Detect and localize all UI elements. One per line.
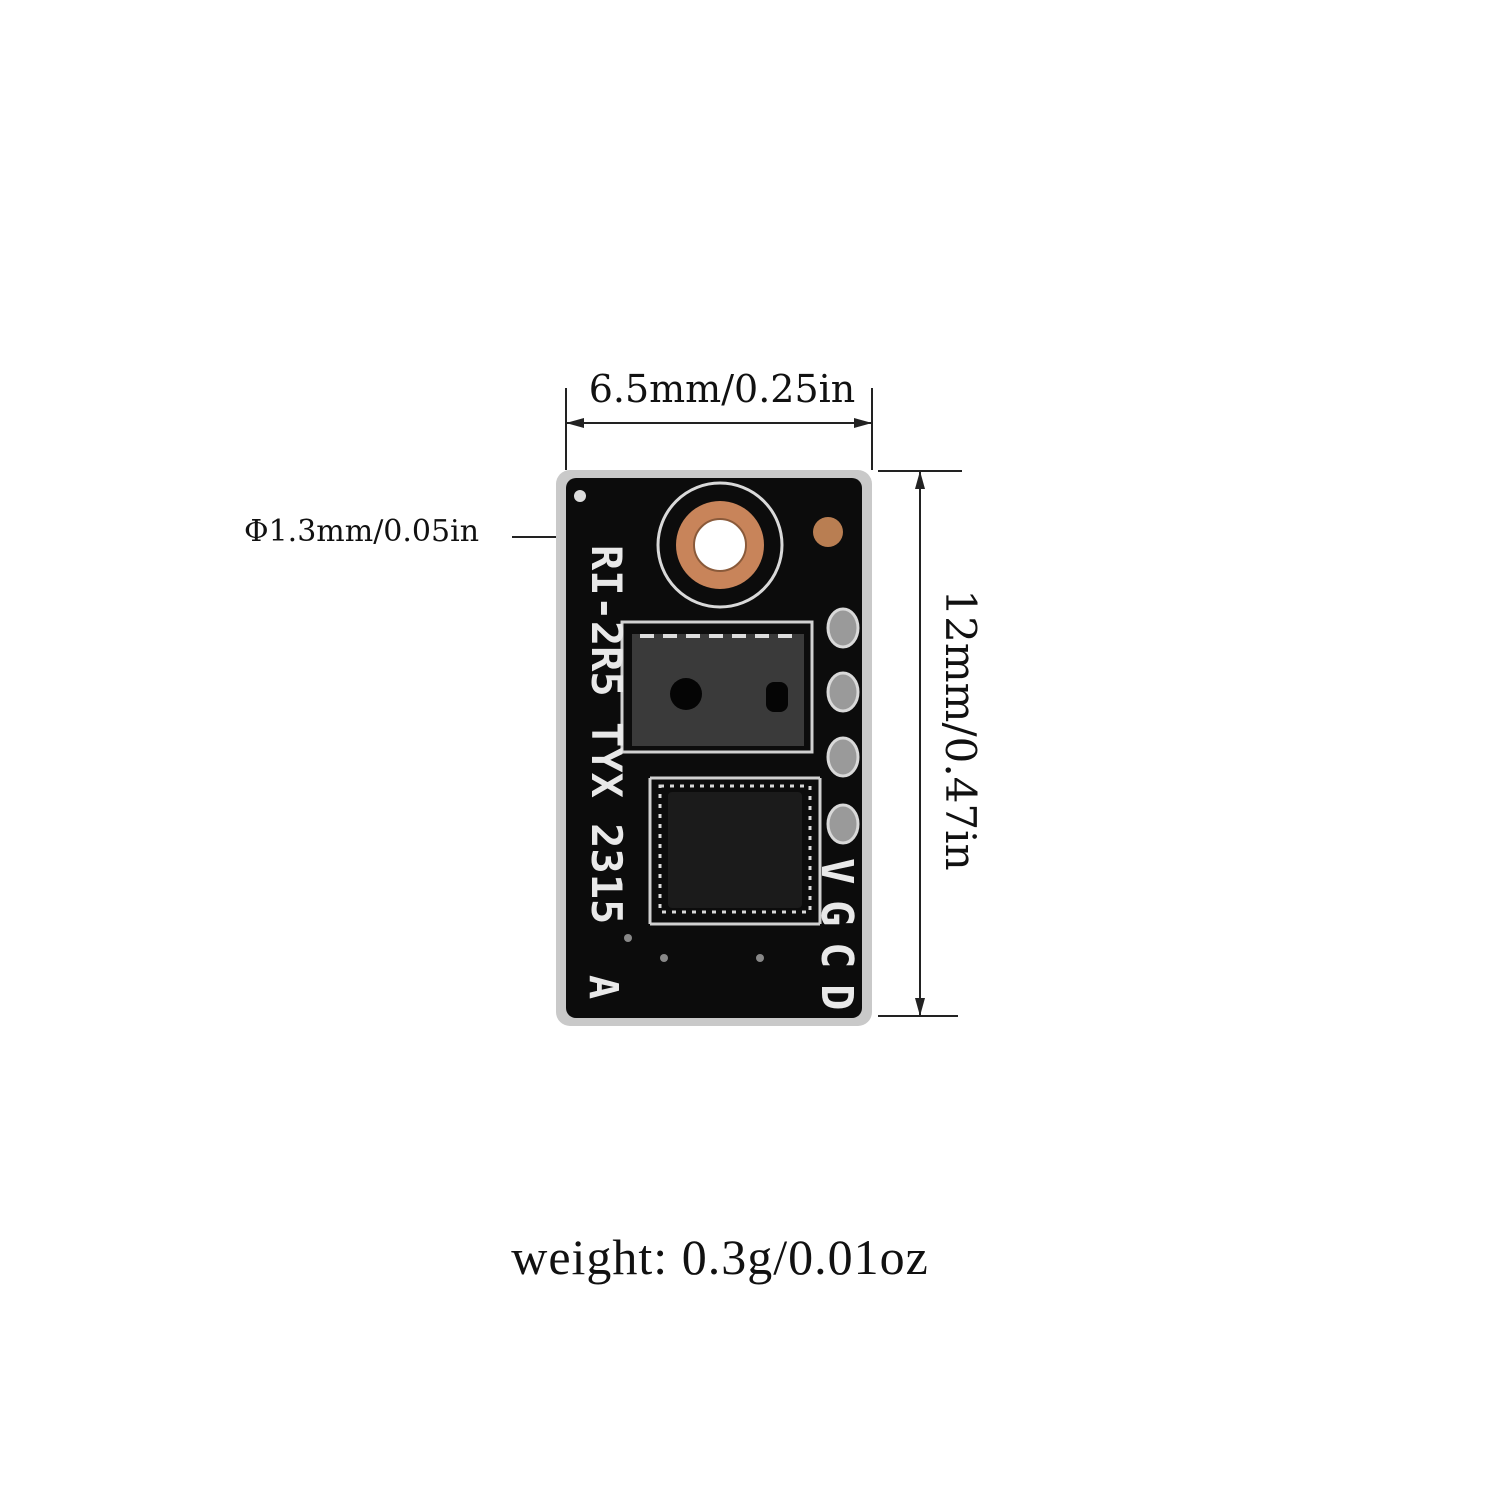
sensor-board: RI-2R5 TYX 2315 A V G C D: [556, 470, 872, 1026]
pin-label-d: D: [811, 984, 862, 1011]
solder-pads: [826, 607, 860, 845]
pin-label-g: G: [811, 900, 862, 927]
hole-label: Φ1.3mm/0.05in: [244, 514, 479, 549]
silkscreen-model: RI-2R5 TYX 2315: [582, 545, 631, 924]
optical-sensor: [620, 620, 814, 754]
ic-chip: [624, 776, 822, 962]
copper-via: [813, 517, 843, 547]
pin-label-v: V: [811, 858, 862, 885]
silkscreen-corner: A: [580, 975, 626, 999]
width-label: 6.5mm/0.25in: [589, 367, 856, 411]
width-dimension: 6.5mm/0.25in: [565, 367, 873, 470]
mounting-hole: [656, 481, 784, 609]
height-label: 12mm/0.47in: [936, 589, 985, 870]
pin-label-c: C: [811, 942, 862, 969]
pin1-marker: [574, 490, 586, 502]
weight-caption: weight: 0.3g/0.01oz: [511, 1229, 929, 1285]
height-dimension: 12mm/0.47in: [878, 470, 985, 1017]
